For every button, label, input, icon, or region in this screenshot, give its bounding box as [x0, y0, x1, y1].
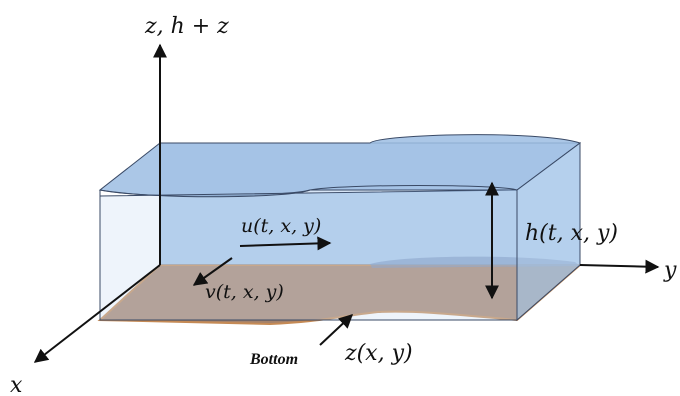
v-velocity-arrow	[192, 257, 233, 286]
v-velocity-label: v(t, x, y)	[205, 281, 284, 303]
bed-elevation-label: z(x, y)	[344, 341, 413, 366]
free-surface-front	[99, 185, 518, 198]
depth-label: h(t, x, y)	[525, 221, 618, 246]
bed-surface	[97, 264, 583, 326]
u-velocity-label: u(t, x, y)	[241, 215, 321, 237]
vertical-axis-label: z, h + z	[144, 14, 229, 39]
u-velocity-arrow	[239, 236, 332, 251]
y-axis	[579, 259, 660, 274]
x-axis	[33, 264, 161, 363]
bed-pointer-arrow	[319, 314, 354, 346]
bottom-label: Bottom	[249, 351, 298, 368]
x-axis-label: x	[10, 373, 23, 396]
y-axis-label: y	[663, 258, 677, 283]
water-front-tint	[160, 190, 517, 265]
